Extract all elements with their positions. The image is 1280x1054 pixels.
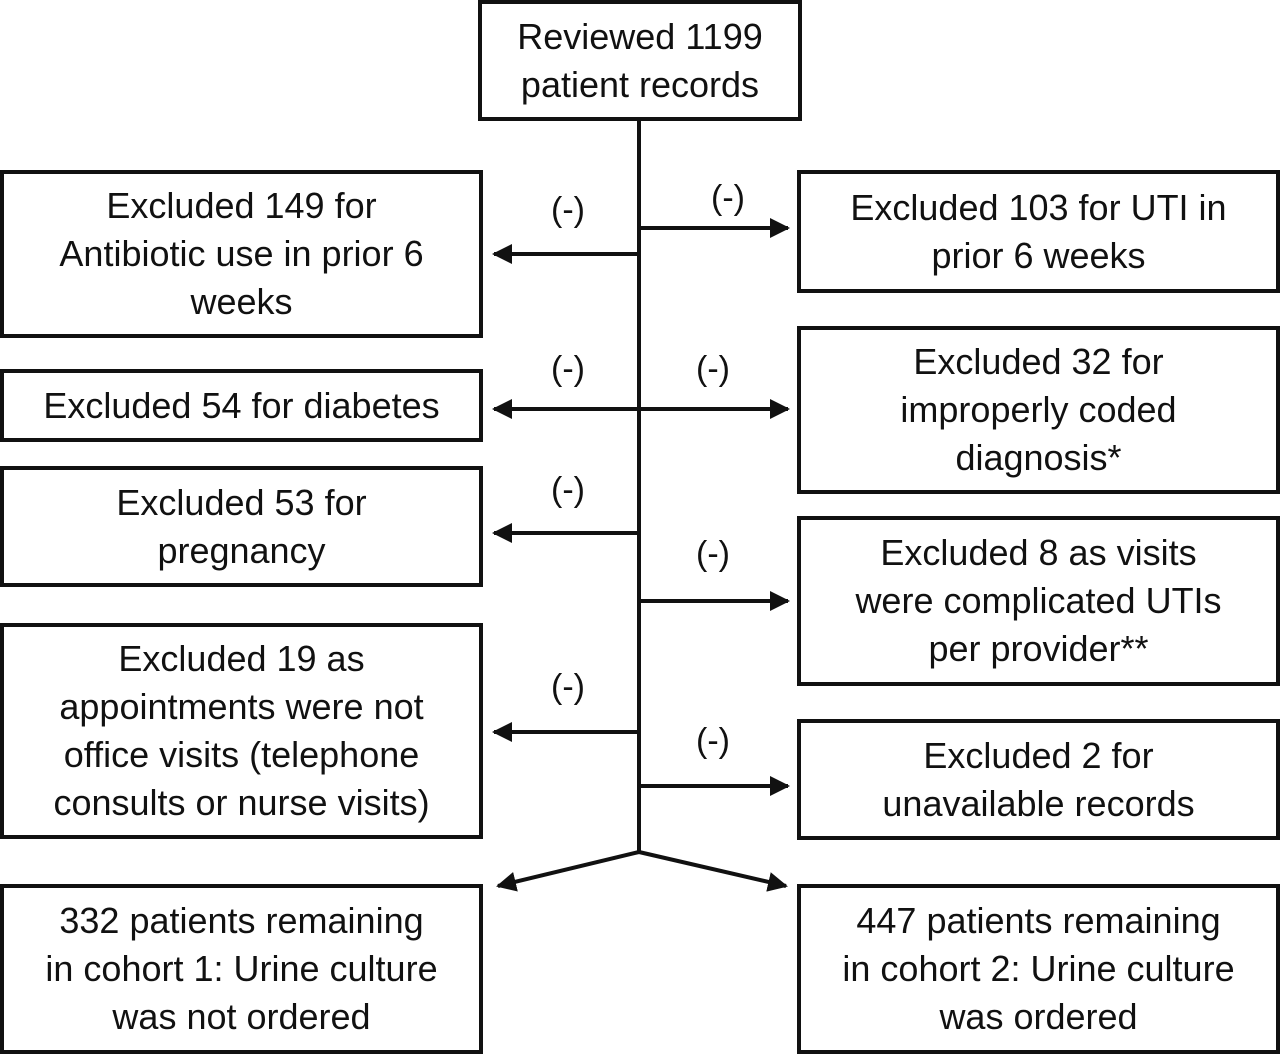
box-line: were complicated UTIs — [855, 580, 1222, 621]
box-line: Excluded 53 for — [116, 481, 367, 523]
box-line: Excluded 32 for — [913, 341, 1164, 382]
box-cohort-1: 332 patients remaining in cohort 1: Urin… — [0, 884, 483, 1054]
box-line: Reviewed 1199 — [517, 15, 763, 57]
arrow-to-cohort2 — [638, 850, 788, 892]
box-excluded-pregnancy: Excluded 53 for pregnancy — [0, 466, 483, 587]
box-line: unavailable records — [882, 782, 1195, 824]
box-line: was ordered — [939, 996, 1138, 1037]
box-excluded-unavailable: Excluded 2 for unavailable records — [797, 719, 1280, 840]
box-excluded-office: Excluded 19 as appointments were not off… — [0, 623, 483, 839]
box-line: Excluded 54 for diabetes — [43, 384, 440, 426]
box-line: in cohort 2: Urine culture — [842, 948, 1235, 989]
box-line: in cohort 1: Urine culture — [45, 948, 438, 989]
box-excluded-coded: Excluded 32 for improperly coded diagnos… — [797, 326, 1280, 494]
box-excluded-complicated: Excluded 8 as visits were complicated UT… — [797, 516, 1280, 686]
arrow-to-cohort1 — [496, 850, 640, 892]
box-line: office visits (telephone — [63, 734, 420, 775]
box-line: pregnancy — [157, 529, 326, 571]
box-line: consults or nurse visits) — [53, 782, 430, 823]
box-excluded-antibiotic: Excluded 149 for Antibiotic use in prior… — [0, 170, 483, 338]
minus-label: (-) — [696, 535, 730, 573]
box-line: 447 patients remaining — [856, 900, 1221, 941]
box-line: Antibiotic use in prior 6 — [59, 233, 424, 274]
minus-label: (-) — [551, 471, 585, 509]
minus-label: (-) — [696, 350, 730, 388]
box-line: was not ordered — [112, 996, 371, 1037]
minus-label: (-) — [551, 668, 585, 706]
box-line: appointments were not — [59, 686, 424, 727]
minus-label: (-) — [711, 179, 745, 217]
box-line: 332 patients remaining — [59, 900, 424, 941]
box-line: per provider** — [928, 628, 1149, 669]
box-line: Excluded 2 for — [923, 734, 1154, 776]
box-cohort-2: 447 patients remaining in cohort 2: Urin… — [797, 884, 1280, 1054]
box-line: Excluded 8 as visits — [880, 532, 1197, 573]
box-line: diagnosis* — [955, 437, 1122, 478]
minus-label: (-) — [551, 191, 585, 229]
box-line: Excluded 19 as — [118, 638, 365, 679]
minus-label: (-) — [551, 350, 585, 388]
box-line: improperly coded — [900, 389, 1177, 430]
box-reviewed-records: Reviewed 1199 patient records — [478, 0, 802, 121]
box-line: prior 6 weeks — [931, 234, 1146, 276]
box-excluded-diabetes: Excluded 54 for diabetes — [0, 369, 483, 442]
box-line: patient records — [520, 63, 760, 105]
box-line: Excluded 103 for UTI in — [850, 186, 1227, 228]
box-line: Excluded 149 for — [106, 185, 377, 226]
minus-label: (-) — [696, 722, 730, 760]
box-excluded-uti: Excluded 103 for UTI in prior 6 weeks — [797, 170, 1280, 293]
box-line: weeks — [190, 281, 293, 322]
